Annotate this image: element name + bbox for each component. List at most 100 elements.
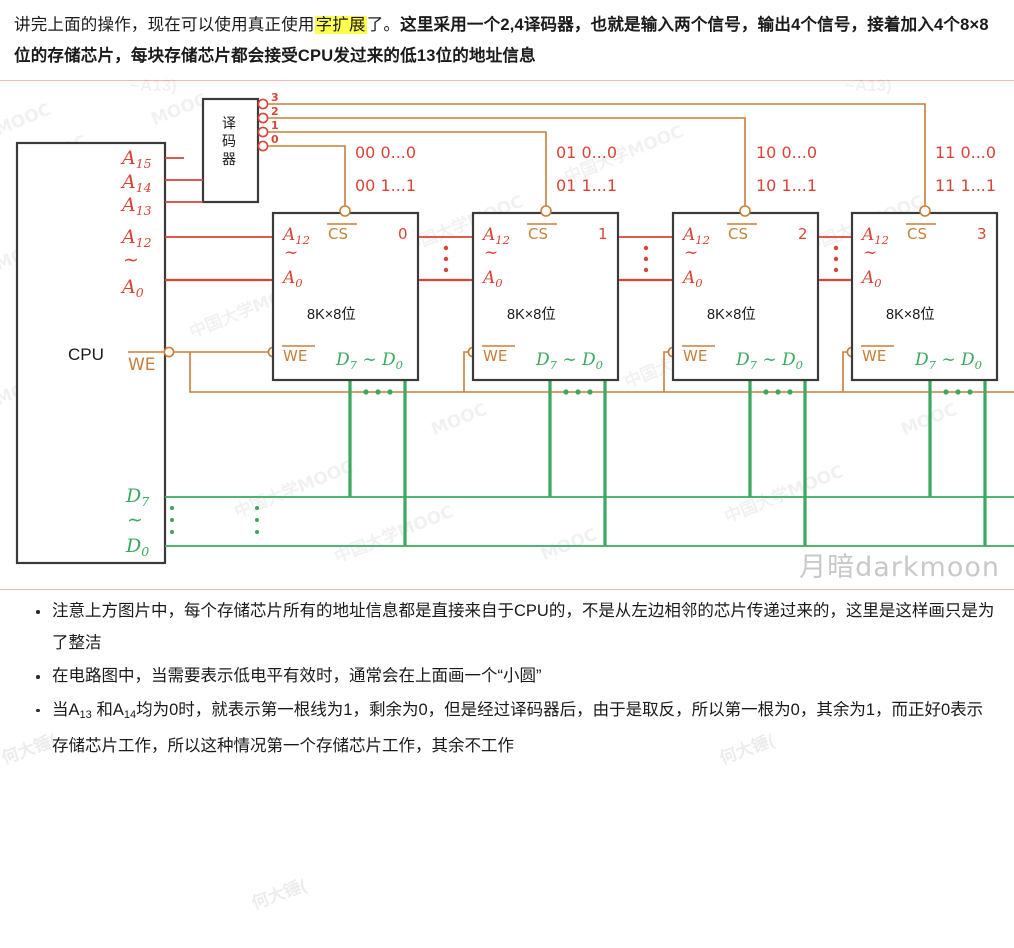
- cpu-pin-tilde-d: ∼: [127, 509, 143, 531]
- intro-text-normal-2: 了。: [366, 16, 401, 34]
- memory-chip-2: A12 ∼ A0 CS 2 8K×8位 WE D7 ∼ D0 10 0...0 …: [671, 143, 820, 382]
- chip2-addr-top: 10 0...0: [756, 143, 817, 162]
- data-ellipsis-dot-3: [170, 530, 174, 534]
- svg-text:∼: ∼: [863, 243, 877, 263]
- note3-sub1: 13: [79, 708, 92, 721]
- addr-ellipsis-2b: [643, 256, 649, 262]
- cpu-pin-we: WE: [128, 351, 165, 375]
- decoder-box: [201, 97, 260, 204]
- chip2-index-label: 2: [798, 225, 808, 243]
- wire-decoder-out1: [268, 131, 547, 207]
- wire-we-riser-1: [463, 351, 469, 392]
- chip3-cs-label: CS: [907, 225, 927, 243]
- decoder-output-label-0: 0: [271, 133, 279, 146]
- addr-ellipsis-1b: [443, 256, 449, 262]
- chip1-data-label: D7 ∼ D0: [535, 350, 603, 372]
- decoder-label-3: 器: [222, 151, 236, 167]
- chip0-data-label: D7 ∼ D0: [335, 350, 403, 372]
- data-ellipsis-dot-5: [255, 518, 259, 522]
- wire-we-riser-3: [842, 351, 848, 392]
- wire-decoder-out0: [268, 145, 346, 207]
- watermark-author-3: 何大锤(: [249, 875, 309, 913]
- circuit-diagram: ~A13) ~A13) MOOC MOOC MOOC MOOC MOOC 中国大…: [0, 76, 1014, 590]
- chip0-index-label: 0: [398, 225, 408, 243]
- chip1-addr-top: 01 0...0: [556, 143, 617, 162]
- note-item-2: 在电路图中，当需要表示低电平有效时，通常会在上面画一个“小圆”: [34, 661, 998, 693]
- wire-decoder-out2: [268, 117, 746, 207]
- svg-text:∼: ∼: [484, 243, 498, 263]
- decoder-output-bubble-0: [257, 140, 269, 152]
- decoder-output-bubble-2: [257, 112, 269, 124]
- chip3-size-label: 8K×8位: [886, 306, 935, 323]
- addr-ellipsis-3b: [833, 256, 839, 262]
- chip0-data-ellipsis: [363, 389, 393, 395]
- note-item-1: 注意上方图片中，每个存储芯片所有的地址信息都是直接来自于CPU的，不是从左边相邻…: [34, 596, 998, 659]
- chip2-we-label: WE: [683, 347, 707, 365]
- chip2-cs-bubble: [739, 205, 751, 217]
- intro-paragraph: 讲完上面的操作，现在可以使用真正使用字扩展了。这里采用一个2,4译码器，也就是输…: [0, 0, 1014, 72]
- note-item-3: 当A13 和A14均为0时，就表示第一根线为1，剩余为0，但是经过译码器后，由于…: [34, 695, 998, 763]
- chip1-cs-bubble: [540, 205, 552, 217]
- note3-part2: 和A: [91, 700, 124, 719]
- data-ellipsis-dot-6: [255, 530, 259, 534]
- wire-we-riser-2: [663, 351, 669, 392]
- addr-ellipsis-1c: [443, 267, 449, 273]
- svg-text:WE: WE: [128, 355, 156, 375]
- decoder-output-bubble-1: [257, 126, 269, 138]
- decoder-output-label-1: 1: [271, 119, 279, 132]
- chip3-we-label: WE: [862, 347, 886, 365]
- addr-ellipsis-2a: [643, 245, 649, 251]
- intro-highlight: 字扩展: [314, 16, 367, 34]
- chip2-cs-label: CS: [728, 225, 748, 243]
- addr-ellipsis-1a: [443, 245, 449, 251]
- chip1-size-label: 8K×8位: [507, 306, 556, 323]
- chip1-addr-bot: 01 1...1: [556, 176, 617, 195]
- chip2-size-label: 8K×8位: [707, 306, 756, 323]
- decoder-label-1: 译: [222, 115, 236, 131]
- note3-part1: 当A: [52, 700, 80, 719]
- chip3-addr-bot: 11 1...1: [935, 176, 996, 195]
- data-ellipsis-dot-4: [255, 506, 259, 510]
- wire-decoder-out3: [268, 103, 926, 207]
- chip0-addr-top: 00 0...0: [355, 143, 416, 162]
- chip0-addr-bot: 00 1...1: [355, 176, 416, 195]
- chip0-we-label: WE: [283, 347, 307, 365]
- watermark-signature: 月暗darkmoon: [799, 552, 1000, 583]
- chip0-cs-bubble: [339, 205, 351, 217]
- chip3-cs-bubble: [919, 205, 931, 217]
- diagram-canvas: .bx { fill:#fff; stroke:#3a3a3a; stroke-…: [0, 80, 1014, 590]
- decoder-output-label-3: 3: [271, 91, 279, 104]
- figure-top-rule: [0, 80, 1014, 81]
- chip3-index-label: 3: [977, 225, 987, 243]
- chip0-size-label: 8K×8位: [307, 306, 356, 323]
- data-ellipsis-dot-1: [170, 506, 174, 510]
- memory-chip-1: A12 ∼ A0 CS 1 8K×8位 WE D7 ∼ D0 01 0...0 …: [471, 143, 620, 382]
- cpu-box: [15, 141, 167, 565]
- intro-text-bold-2: 号，输出4个信号，接着加入4个8×8位的存储芯片，每块存储芯片都会接受CPU发过…: [14, 16, 989, 65]
- note3-part3: 均为0时，就表示第一根线为1，剩余为0，但是经过译码器后，由于是取反，所以第: [136, 700, 742, 719]
- intro-text-bold-3: 地址信息: [469, 47, 536, 65]
- decoder-output-label-2: 2: [271, 105, 279, 118]
- chip3-addr-top: 11 0...0: [935, 143, 996, 162]
- decoder-output-bubble-3: [257, 98, 269, 110]
- chip2-addr-bot: 10 1...1: [756, 176, 817, 195]
- note3-part4: 一根为0，其余为1，而正好0表示存储芯片工作，所以这种情况第一个存储芯片工作，其…: [52, 700, 984, 756]
- notes-list: 注意上方图片中，每个存储芯片所有的地址信息都是直接来自于CPU的，不是从左边相邻…: [0, 590, 1014, 763]
- chip1-index-label: 1: [598, 225, 608, 243]
- data-ellipsis-dot-2: [170, 518, 174, 522]
- figure-bottom-rule: [0, 589, 1014, 590]
- chip3-data-ellipsis: [943, 389, 973, 395]
- chip0-cs-label: CS: [328, 225, 348, 243]
- svg-text:∼: ∼: [684, 243, 698, 263]
- note3-sub2: 14: [123, 708, 137, 721]
- cpu-label: CPU: [68, 345, 104, 364]
- cpu-pin-tilde: ∼: [123, 249, 139, 271]
- svg-text:∼: ∼: [284, 243, 298, 263]
- addr-ellipsis-3c: [833, 267, 839, 273]
- chip1-cs-label: CS: [528, 225, 548, 243]
- intro-text-bold-1: 这里采用一个2,4译码器，也就是输入两个信: [400, 16, 725, 34]
- chip1-we-label: WE: [483, 347, 507, 365]
- memory-chip-3: A12 ∼ A0 CS 3 8K×8位 WE D7 ∼ D0 11 0...0 …: [850, 143, 999, 382]
- chip2-data-ellipsis: [763, 389, 793, 395]
- chip1-data-ellipsis: [563, 389, 593, 395]
